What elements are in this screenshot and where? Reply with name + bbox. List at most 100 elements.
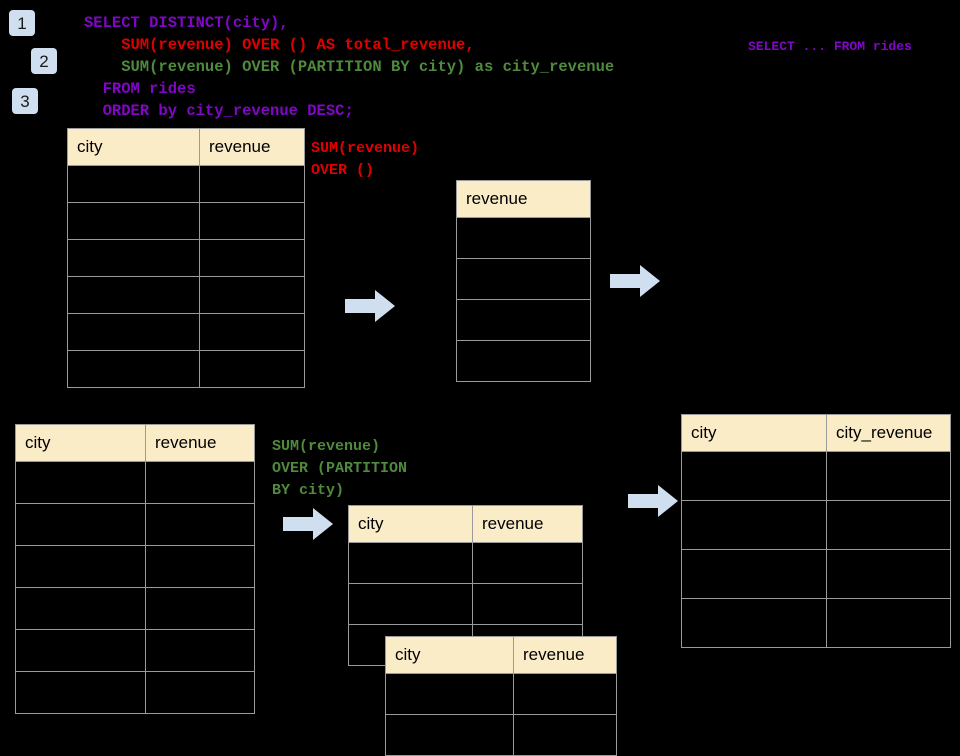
cell-city [385, 673, 514, 715]
cell-revenue [513, 673, 617, 715]
column-header-city: city [15, 424, 146, 462]
column-header-revenue: revenue [513, 636, 617, 674]
table-row [15, 503, 255, 546]
table-header-row: city revenue [15, 424, 255, 462]
table-partition-group-b: city revenue [385, 636, 617, 756]
column-header-revenue: revenue [456, 180, 591, 218]
cell-city-revenue [826, 451, 951, 501]
table-row [15, 587, 255, 630]
cell-city [348, 542, 473, 584]
cell-revenue [456, 299, 591, 341]
table-rides-top: city revenue [67, 128, 305, 388]
table-row [681, 598, 951, 648]
table-row [67, 239, 305, 277]
table-row [385, 673, 617, 715]
cell-city-revenue [826, 598, 951, 648]
cell-revenue [199, 202, 305, 240]
sql-line-total-revenue: SUM(revenue) OVER () AS total_revenue, [84, 36, 475, 54]
cell-city [67, 239, 200, 277]
sql-query-block: SELECT DISTINCT(city), SUM(revenue) OVER… [84, 12, 614, 122]
sql-side-note: SELECT ... FROM rides [748, 39, 912, 54]
cell-revenue [145, 461, 255, 504]
cell-revenue [145, 503, 255, 546]
table-total-revenue: revenue [456, 180, 591, 382]
column-header-revenue: revenue [472, 505, 583, 543]
cell-city [67, 202, 200, 240]
cell-revenue [199, 276, 305, 314]
cell-city [67, 276, 200, 314]
cell-city [681, 451, 827, 501]
cell-city [348, 583, 473, 625]
table-row [456, 258, 591, 300]
column-header-city: city [67, 128, 200, 166]
cell-revenue [456, 217, 591, 259]
cell-city [15, 587, 146, 630]
table-row [15, 629, 255, 672]
table-header-row: city revenue [348, 505, 583, 543]
table-rides-bottom: city revenue [15, 424, 255, 714]
cell-city [67, 350, 200, 388]
table-row [456, 299, 591, 341]
table-row [456, 217, 591, 259]
cell-city [15, 629, 146, 672]
table-header-row: city revenue [385, 636, 617, 674]
table-row [348, 583, 583, 625]
cell-revenue [472, 542, 583, 584]
cell-city [681, 549, 827, 599]
cell-revenue [145, 629, 255, 672]
cell-city [385, 714, 514, 756]
cell-city-revenue [826, 500, 951, 550]
cell-revenue [513, 714, 617, 756]
table-result: city city_revenue [681, 414, 951, 648]
cell-city-revenue [826, 549, 951, 599]
cell-revenue [145, 671, 255, 714]
sql-line-order-by: ORDER by city_revenue DESC; [84, 102, 354, 120]
column-header-city: city [385, 636, 514, 674]
table-row [15, 461, 255, 504]
table-row [15, 671, 255, 714]
table-header-row: revenue [456, 180, 591, 218]
step-badge-1: 1 [9, 10, 35, 36]
column-header-city: city [681, 414, 827, 452]
cell-revenue [199, 313, 305, 351]
sql-line-select: SELECT DISTINCT(city), [84, 14, 289, 32]
table-row [681, 451, 951, 501]
table-row [67, 313, 305, 351]
step-badge-3: 3 [12, 88, 38, 114]
cell-city [67, 313, 200, 351]
table-header-row: city city_revenue [681, 414, 951, 452]
column-header-city: city [348, 505, 473, 543]
column-header-city-revenue: city_revenue [826, 414, 951, 452]
cell-revenue [199, 239, 305, 277]
cell-revenue [145, 587, 255, 630]
cell-revenue [456, 340, 591, 382]
table-row [67, 202, 305, 240]
cell-revenue [456, 258, 591, 300]
cell-city [15, 545, 146, 588]
step-badge-2: 2 [31, 48, 57, 74]
sql-line-city-revenue: SUM(revenue) OVER (PARTITION BY city) as… [84, 58, 615, 76]
cell-revenue [199, 350, 305, 388]
cell-city [15, 461, 146, 504]
table-row [67, 350, 305, 388]
cell-city [15, 503, 146, 546]
annotation-sum-over-empty: SUM(revenue) OVER () [311, 140, 420, 179]
sql-line-from: FROM rides [84, 80, 196, 98]
column-header-revenue: revenue [145, 424, 255, 462]
arrow-right-icon-total-to-result [610, 265, 660, 297]
table-row [385, 714, 617, 756]
table-row [67, 165, 305, 203]
cell-city [681, 500, 827, 550]
cell-city [67, 165, 200, 203]
table-row [681, 549, 951, 599]
arrow-right-icon-rides-to-partition [283, 508, 333, 540]
table-row [681, 500, 951, 550]
column-header-revenue: revenue [199, 128, 305, 166]
arrow-right-icon-partition-to-result [628, 485, 678, 517]
arrow-right-icon-rides-to-total [345, 290, 395, 322]
cell-city [681, 598, 827, 648]
annotation-sum-over-partition: SUM(revenue) OVER (PARTITION BY city) [272, 438, 408, 499]
cell-revenue [145, 545, 255, 588]
table-row [15, 545, 255, 588]
table-row [348, 542, 583, 584]
